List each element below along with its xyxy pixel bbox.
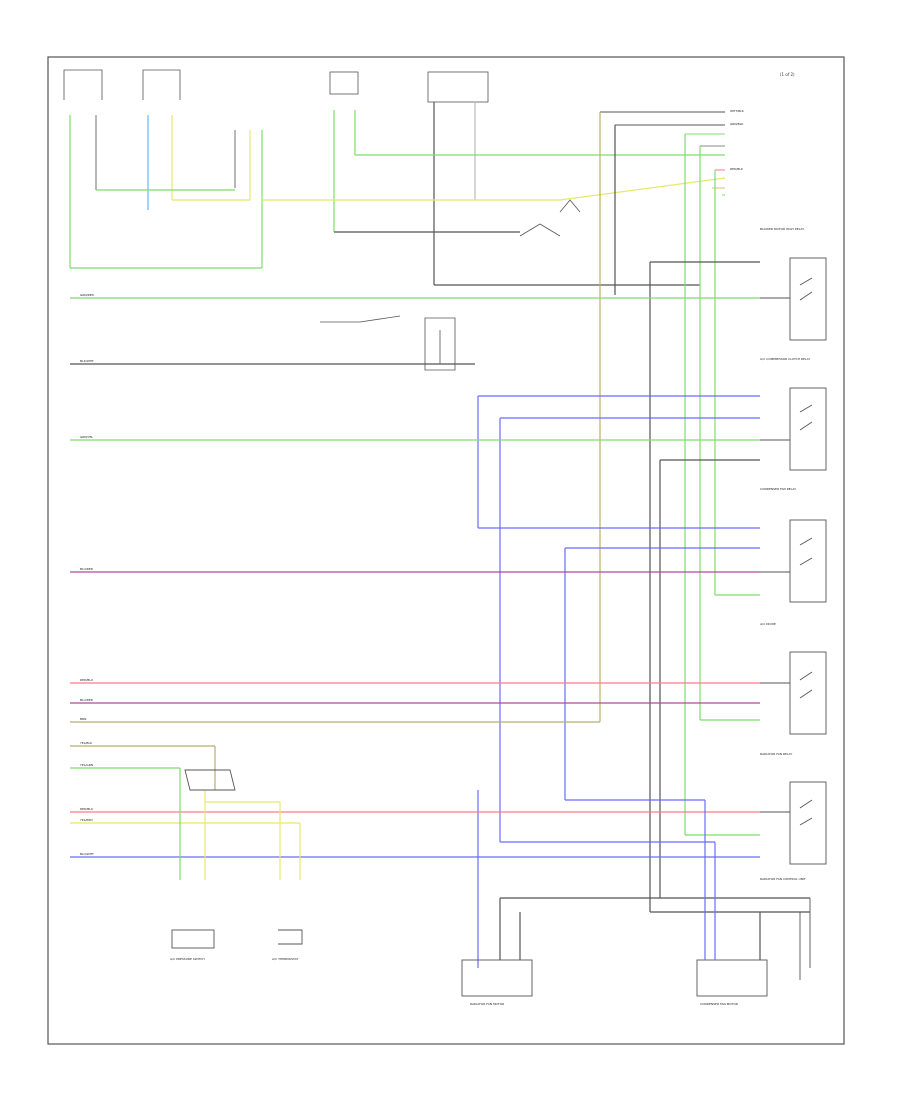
- left-wire-label-9: RED/BLK: [80, 807, 94, 811]
- horizontal-harness: [70, 261, 810, 913]
- diagram-frame: [47, 56, 845, 1045]
- left-wire-label-4: RED/BLU: [80, 678, 93, 682]
- top-wire-bundle: [69, 102, 726, 286]
- mid-switch: [320, 315, 456, 371]
- left-wire-labels: GRN/RED BLK/WHT GRN/YEL BLU/RED RED/BLU …: [80, 293, 95, 856]
- bottom-components: [171, 746, 811, 997]
- right-component-label-2: CONDENSER FAN RELAY: [760, 487, 796, 491]
- left-wire-label-6: BRN: [80, 717, 86, 721]
- bottom-component-label-3: A/C THERMOSTAT: [272, 957, 298, 961]
- top-connector-label-2: RED/BLK: [730, 167, 744, 171]
- left-wire-label-5: BLU/RED: [80, 698, 94, 702]
- bottom-component-label-0: RADIATOR FAN MOTOR: [470, 1002, 504, 1006]
- left-wire-label-7: YEL/BLK: [80, 741, 93, 745]
- bottom-component-label-1: CONDENSER FAN MOTOR: [700, 1002, 738, 1006]
- top-connector-label-1: GRN/BLK: [730, 122, 744, 126]
- right-vertical-bus: [477, 112, 716, 968]
- diagram-page-code: (1 of 2): [780, 72, 795, 77]
- right-component-labels: BLOWER MOTOR HIGH RELAY A/C COMPRESSOR C…: [760, 227, 810, 881]
- left-wire-label-8: YEL/GRN: [80, 763, 93, 767]
- right-component-label-3: A/C DIODE: [760, 622, 776, 626]
- top-left-components: [63, 69, 581, 237]
- bottom-component-labels: RADIATOR FAN MOTOR CONDENSER FAN MOTOR A…: [170, 957, 738, 1006]
- top-connector: WHT/BLK GRN/BLK RED/BLK: [600, 109, 745, 196]
- left-wire-label-3: BLU/RED: [80, 567, 94, 571]
- bottom-component-label-2: A/C PRESSURE SWITCH: [170, 957, 205, 961]
- right-component-label-1: A/C COMPRESSOR CLUTCH RELAY: [760, 357, 810, 361]
- left-wire-label-2: GRN/YEL: [80, 435, 93, 439]
- left-wire-label-10: YEL/RED: [80, 818, 93, 822]
- left-wire-label-0: GRN/RED: [80, 293, 95, 297]
- top-connector-label-0: WHT/BLK: [730, 109, 745, 113]
- right-component-label-4: RADIATOR FAN RELAY: [760, 752, 793, 756]
- left-wire-label-1: BLK/WHT: [80, 359, 94, 363]
- right-component-label-0: BLOWER MOTOR HIGH RELAY: [760, 227, 804, 231]
- right-component-label-5: RADIATOR FAN CONTROL UNIT: [760, 877, 806, 881]
- right-relays: [760, 257, 827, 865]
- left-wire-label-11: BLU/WHT: [80, 852, 94, 856]
